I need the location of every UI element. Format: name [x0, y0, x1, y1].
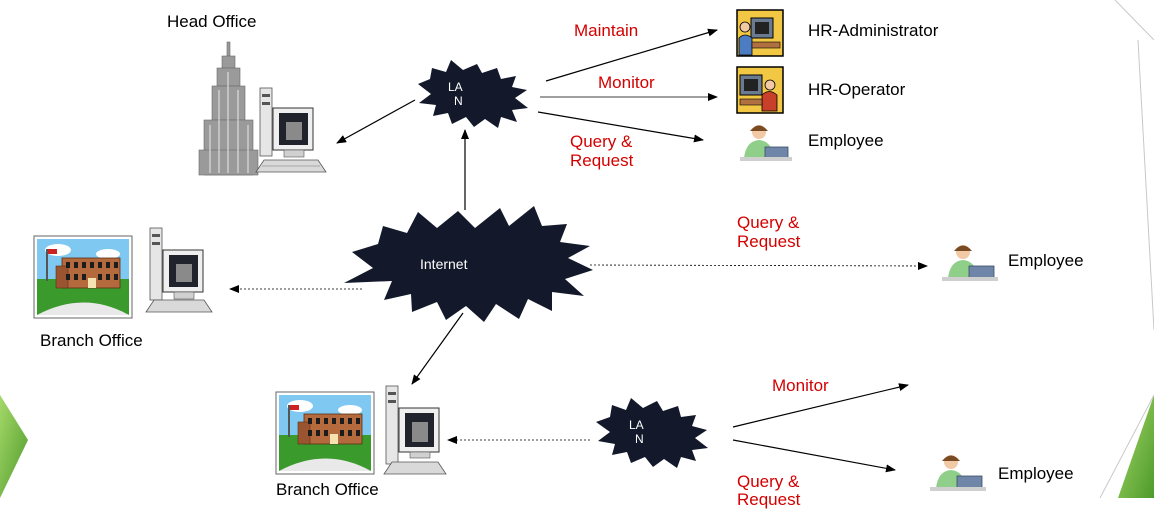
building-icon-branch1 — [33, 235, 133, 319]
hr-operator-icon — [736, 66, 784, 114]
slide-accent-left — [0, 395, 28, 498]
internet-cloud — [344, 206, 593, 322]
query-label-mid-line1: Query & — [737, 213, 800, 232]
slide-line-right-2 — [1137, 39, 1154, 331]
arrow-internet-to-employee-mid — [589, 261, 928, 270]
arrow-lan-to-employee-bottom — [732, 439, 896, 473]
employee-icon-mid — [942, 245, 998, 281]
employee-icon-bottom — [930, 455, 986, 491]
employee-label-mid: Employee — [1008, 251, 1084, 270]
query-label-top-line2: Request — [570, 151, 634, 170]
maintain-label: Maintain — [574, 21, 639, 40]
lan-top-label-line1: LA — [448, 80, 463, 94]
arrow-lan-monitor — [732, 383, 909, 428]
computer-icon-headoffice — [255, 87, 327, 173]
lan-bottom-label-line1: LA — [629, 418, 644, 432]
hr-admin-label: HR-Administrator — [808, 21, 939, 40]
computer-icon-branch1 — [145, 227, 213, 313]
skyscraper-icon — [198, 41, 259, 176]
query-label-top-line1: Query & — [570, 132, 633, 151]
computer-icon-branch2 — [383, 385, 447, 475]
arrow-internet-to-branch2 — [411, 312, 464, 385]
building-icon-branch2 — [275, 391, 375, 475]
lan-cloud-bottom — [596, 398, 708, 468]
lan-top-label-line2: N — [454, 94, 463, 108]
internet-label: Internet — [420, 256, 468, 272]
branch-office-title-2: Branch Office — [276, 480, 379, 499]
arrow-lan-to-headoffice — [336, 99, 416, 144]
lan-bottom-label-line2: N — [635, 432, 644, 446]
head-office-title: Head Office — [167, 12, 257, 31]
slide-line-right-3 — [1099, 394, 1154, 498]
slide-line-right-1 — [1114, 0, 1154, 41]
query-label-bottom-line2: Request — [737, 490, 801, 509]
employee-label-top: Employee — [808, 131, 884, 150]
arrow-lan-to-hradmin — [545, 28, 718, 82]
monitor-label-bottom: Monitor — [772, 376, 829, 395]
query-label-bottom-line1: Query & — [737, 472, 800, 491]
query-label-mid-line2: Request — [737, 232, 801, 251]
lan-cloud-top — [418, 60, 528, 128]
branch-office-title-1: Branch Office — [40, 331, 143, 350]
monitor-label-top: Monitor — [598, 73, 655, 92]
hr-operator-label: HR-Operator — [808, 80, 906, 99]
arrow-lan-to-employee-top — [537, 111, 704, 143]
employee-icon-top — [740, 125, 792, 161]
hr-admin-icon — [736, 9, 784, 57]
employee-label-bottom: Employee — [998, 464, 1074, 483]
connectors — [229, 28, 928, 473]
slide-accent-right — [1118, 395, 1154, 498]
